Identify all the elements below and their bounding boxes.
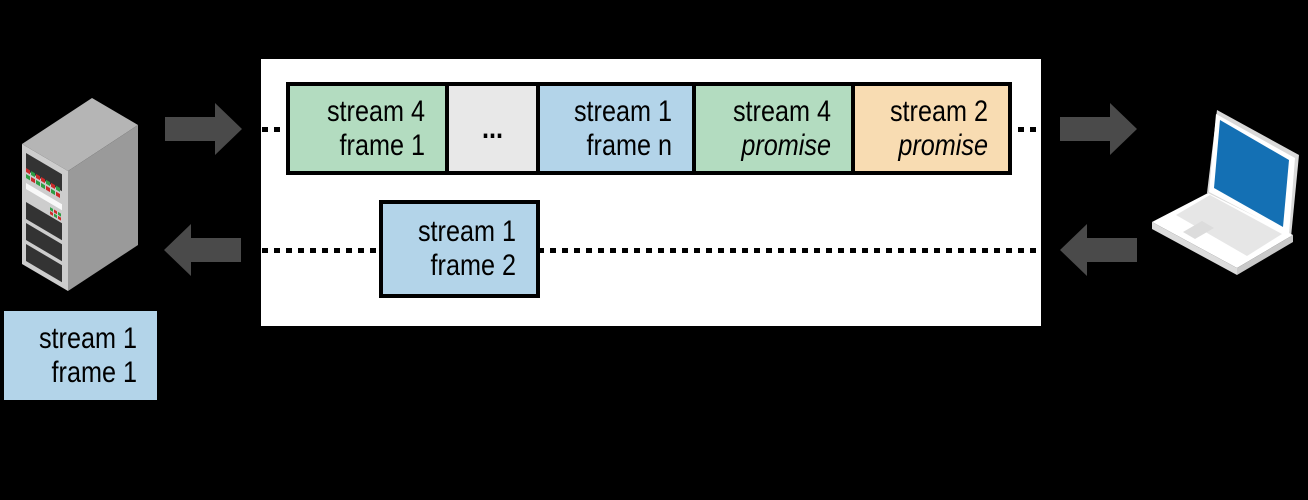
frame-stream4-promise: stream 4 promise: [692, 82, 855, 175]
frame-line: frame n: [586, 128, 672, 162]
frame-stream1-frame2: stream 1 frame 2: [379, 200, 540, 298]
stream-line-to-server: [262, 248, 1040, 253]
frame-line: stream 1: [417, 215, 516, 248]
arrow-client-receive-icon: [1060, 103, 1137, 155]
queued-frame-line2: frame 1: [51, 355, 137, 389]
frame-line: stream 4: [326, 94, 425, 128]
arrow-server-receive-icon: [164, 224, 241, 276]
frame-stream1-framen: stream 1 frame n: [536, 82, 696, 175]
laptop-icon: [1150, 106, 1308, 278]
frame-stream2-promise: stream 2 promise: [851, 82, 1012, 175]
arrow-server-send-icon: [165, 103, 242, 155]
frame-line: stream 2: [889, 94, 988, 128]
frame-line: frame 2: [430, 249, 516, 282]
ellipsis-label: ...: [481, 111, 503, 145]
frame-line: frame 1: [339, 128, 425, 162]
frame-stream4-frame1: stream 4 frame 1: [286, 82, 449, 175]
arrow-client-send-icon: [1060, 224, 1137, 276]
server-icon: [20, 96, 140, 296]
frame-promise-line: promise: [741, 128, 831, 162]
queued-frame-line1: stream 1: [38, 321, 138, 355]
queued-frame-stream1-frame1: stream 1 frame 1: [4, 311, 157, 400]
frame-promise-line: promise: [898, 128, 988, 162]
frame-line: stream 1: [573, 94, 672, 128]
frame-line: stream 4: [732, 94, 831, 128]
frame-ellipsis: ...: [445, 82, 540, 175]
